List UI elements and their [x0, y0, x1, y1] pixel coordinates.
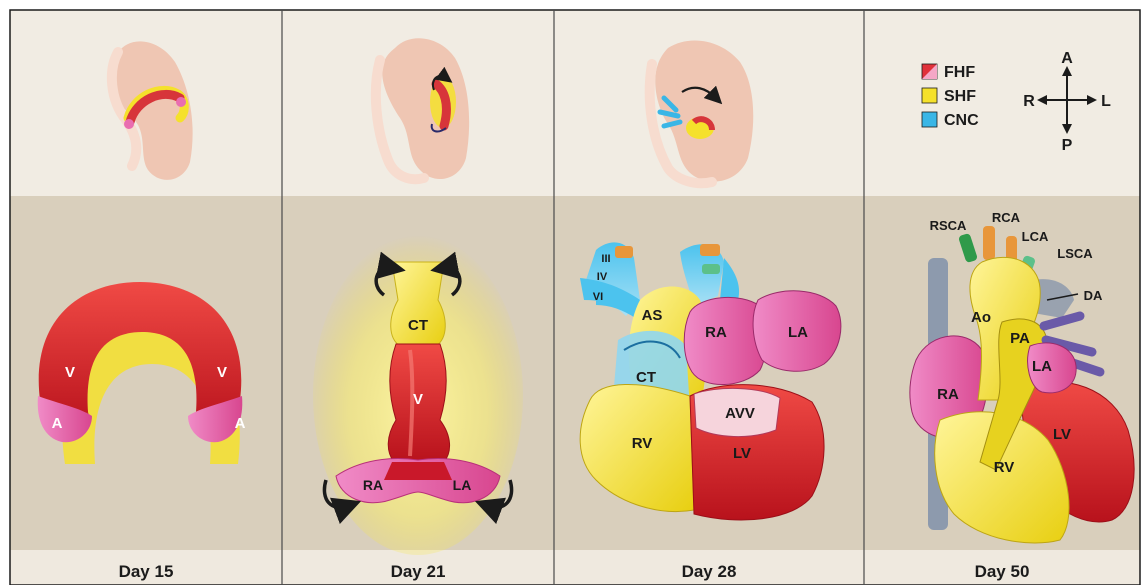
label-iv: IV: [597, 271, 608, 283]
label-ct-21: CT: [408, 317, 428, 334]
label-lsca: LSCA: [1057, 246, 1093, 261]
label-la-50: LA: [1032, 358, 1052, 375]
label-pa: PA: [1010, 330, 1030, 347]
heart-day-21: CT V RA LA: [313, 235, 523, 555]
caption-day-15: Day 15: [119, 562, 174, 581]
label-v-right: V: [217, 364, 227, 381]
label-ao: Ao: [971, 309, 991, 326]
swatch-cnc: [922, 112, 937, 127]
compass-left: L: [1101, 93, 1111, 110]
label-da: DA: [1084, 288, 1103, 303]
label-la-21: LA: [453, 477, 472, 493]
legend-label-cnc: CNC: [944, 112, 979, 129]
label-vi: VI: [593, 291, 603, 303]
swatch-shf: [922, 88, 937, 103]
label-la-28: LA: [788, 324, 808, 341]
caption-day-50: Day 50: [975, 562, 1030, 581]
label-v-left: V: [65, 364, 75, 381]
label-v-21: V: [413, 391, 423, 408]
compass-anterior: A: [1061, 50, 1073, 67]
compass-right: R: [1023, 93, 1035, 110]
caption-row-bg: [10, 550, 1140, 585]
legend-label-shf: SHF: [944, 88, 976, 105]
caption-day-28: Day 28: [682, 562, 737, 581]
label-ra-21: RA: [363, 477, 383, 493]
label-as: AS: [642, 307, 663, 324]
label-ra-28: RA: [705, 324, 727, 341]
label-a-left: A: [52, 415, 63, 432]
legend-item-shf: SHF: [922, 88, 976, 105]
label-rsca: RSCA: [930, 218, 967, 233]
caption-day-21: Day 21: [391, 562, 446, 581]
label-ra-50: RA: [937, 386, 959, 403]
label-avv: AVV: [725, 405, 755, 422]
label-lv-28: LV: [733, 445, 751, 462]
label-ct-28: CT: [636, 369, 656, 386]
label-rv-50: RV: [994, 459, 1015, 476]
label-rca: RCA: [992, 210, 1021, 225]
label-lv-50: LV: [1053, 426, 1071, 443]
label-a-right: A: [235, 415, 246, 432]
compass-posterior: P: [1062, 137, 1073, 154]
label-rv-28: RV: [632, 435, 653, 452]
legend-label-fhf: FHF: [944, 64, 975, 81]
legend-item-fhf: FHF: [922, 64, 975, 81]
legend-item-cnc: CNC: [922, 112, 979, 129]
embryo-day-28: [650, 40, 754, 183]
label-iii: III: [601, 253, 610, 265]
legend: FHF SHF CNC: [922, 64, 979, 129]
label-lca: LCA: [1022, 229, 1049, 244]
